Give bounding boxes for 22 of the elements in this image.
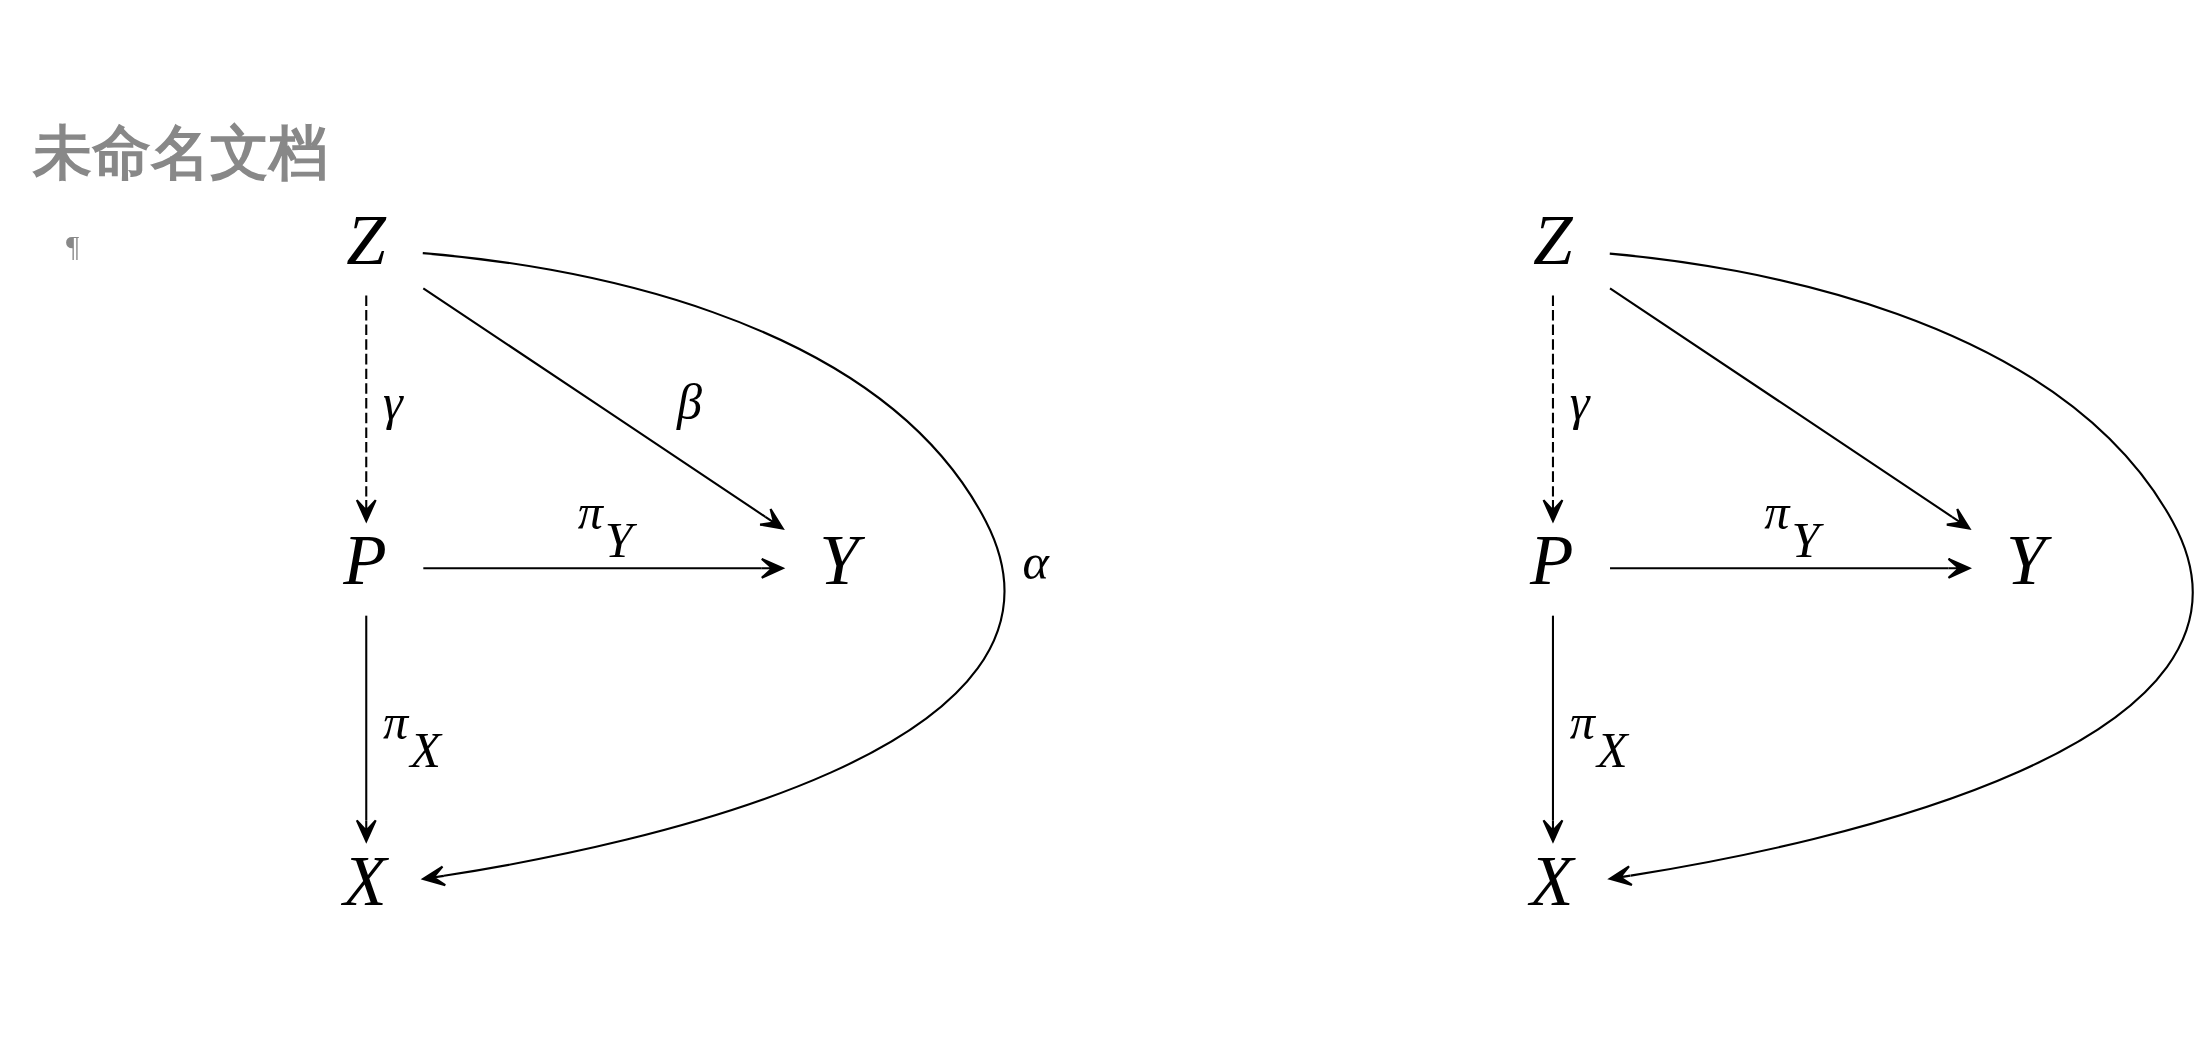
label: ¶ <box>65 229 80 262</box>
arrow <box>355 615 377 842</box>
edge-label: α <box>1022 533 1049 590</box>
arrow <box>422 286 784 529</box>
arrow <box>1542 615 1564 842</box>
arrow <box>1609 286 1971 529</box>
node-text: P <box>1529 520 1574 599</box>
arrow <box>1608 252 2192 886</box>
edge-label: γ <box>1569 373 1590 430</box>
arrow <box>422 251 1004 886</box>
node-text: X <box>343 841 387 920</box>
node-text: Z <box>346 200 386 279</box>
arrow <box>1610 557 1971 579</box>
diagram-title: 未命名文档 <box>33 120 329 186</box>
node-text: X <box>1529 841 1574 920</box>
node-text: Z <box>1533 200 1573 279</box>
arrow <box>1542 294 1564 522</box>
arrow <box>355 294 377 522</box>
arrow <box>423 557 784 579</box>
edge-label: γ <box>383 373 403 430</box>
node-text: P <box>343 520 387 599</box>
edge-label: β <box>677 373 703 430</box>
